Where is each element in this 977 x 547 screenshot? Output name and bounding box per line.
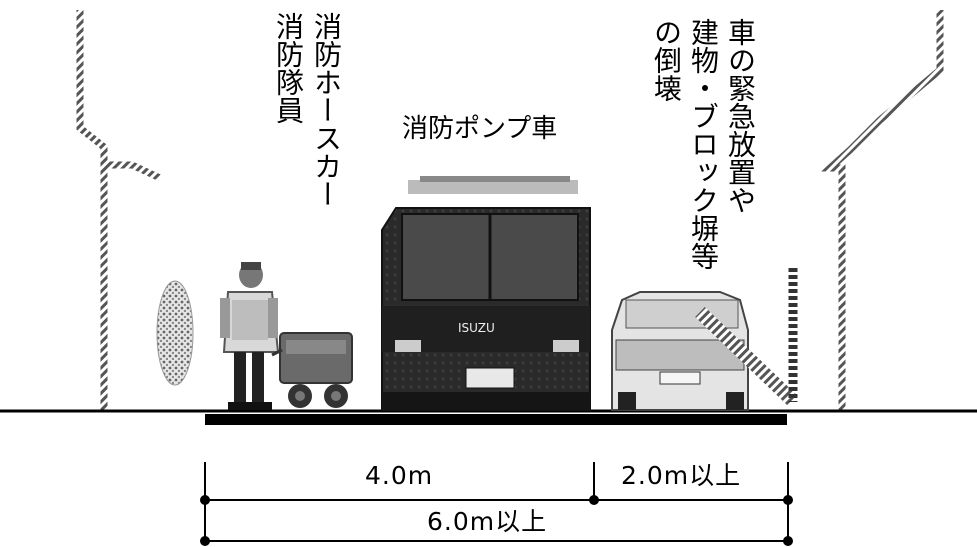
collapsed-wall xyxy=(695,306,799,408)
dim-label-left: 4.0m xyxy=(365,461,434,490)
firefighter-figure xyxy=(220,262,280,410)
dim-label-right: 2.0m以上 xyxy=(621,461,742,490)
dimension-lines xyxy=(200,462,793,546)
right-building-outline xyxy=(820,10,944,410)
dim-label-total: 6.0m以上 xyxy=(427,507,548,536)
truck-brand-text: ISUZU xyxy=(458,321,495,335)
road-bed xyxy=(205,414,787,425)
label-collapse-line3: の倒壊 xyxy=(650,18,683,102)
label-firefighter: 消防隊員 xyxy=(272,12,305,124)
left-building-outline xyxy=(76,10,162,182)
label-collapse-line1: 車の緊急放置や xyxy=(724,18,757,214)
shrub-oval xyxy=(156,280,194,386)
emergency-car-figure xyxy=(611,291,749,411)
fire-pump-truck-figure: ISUZU xyxy=(381,176,591,411)
hose-cart-figure xyxy=(271,332,353,408)
label-pump-truck: 消防ポンプ車 xyxy=(402,114,558,144)
label-collapse-line2: 建物・ブロック塀等 xyxy=(687,18,720,270)
label-hose-car: 消防ホースカー xyxy=(310,12,343,208)
